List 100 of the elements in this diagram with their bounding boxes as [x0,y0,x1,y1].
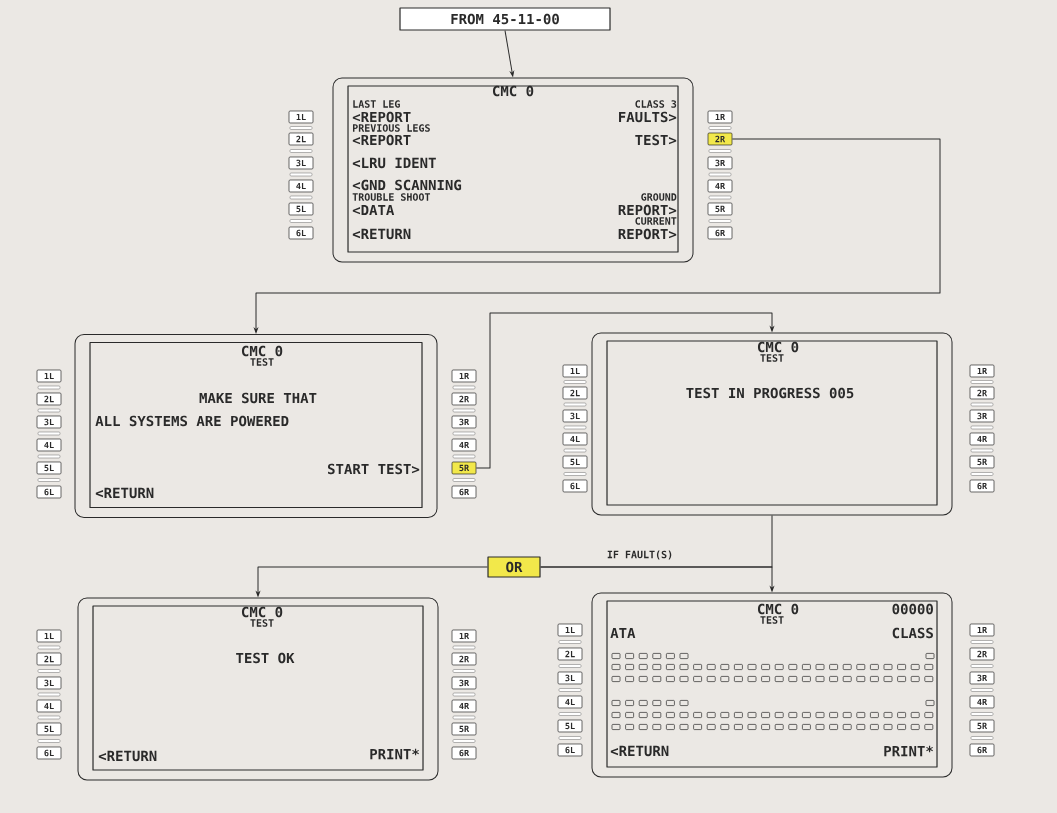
screen-text: CMC 0 [757,603,799,615]
key-button: 6L [288,226,314,240]
key-button: 5L [36,722,62,736]
screen-text: PRINT* [370,748,419,760]
key-button: 3R [707,156,733,170]
screen-text: TEST [250,619,274,627]
key-button: 6L [36,485,62,499]
key-button: 5R [969,719,995,733]
key-button: 2L [288,132,314,146]
screen-text: CLASS [892,627,933,639]
key-button: 2R [969,386,995,400]
screen-text: CMC 0 [492,85,534,97]
screen-text: REPORT> [618,228,677,240]
screen-text: TEST IN PROGRESS 005 [686,387,854,399]
key-button: 5L [36,461,62,475]
arrow [504,30,514,77]
key-button: 6L [557,743,583,757]
edge-label: IF FAULT(S) [605,549,675,561]
key-button: 3R [451,415,477,429]
key-button: 2L [557,647,583,661]
key-button: 2R [707,132,733,146]
key-button: 6L [36,746,62,760]
arrow [256,566,488,597]
screen-text: TEST> [635,134,677,146]
key-button: 4L [562,432,588,446]
key-button: 1L [36,369,62,383]
key-button: 5R [451,461,477,475]
key-button: 4R [969,432,995,446]
key-button: 4R [707,179,733,193]
key-button: 1L [288,110,314,124]
key-button: 5R [707,202,733,216]
key-button: 1R [451,369,477,383]
screen-text: REPORT> [618,204,677,216]
key-button: 3R [969,671,995,685]
screen-text: LAST LEG [353,100,400,108]
screen-text: ATA [610,627,636,639]
screen-text: <RETURN [352,228,411,240]
key-button: 1L [36,629,62,643]
key-button: 2R [451,652,477,666]
screen-text: <DATA [352,204,395,216]
key-button: 5R [969,455,995,469]
key-button: 4L [557,695,583,709]
source-box: FROM 45-11-00 [399,7,611,31]
key-button: 6R [969,743,995,757]
key-button: 4L [36,699,62,713]
key-button: 1R [451,629,477,643]
key-button: 6R [451,485,477,499]
screen-text: <REPORT [352,134,411,146]
screen-text: CMC 0 [241,606,283,618]
arrow [475,312,774,469]
screen-text: CMC 0 [241,345,283,357]
key-button: 3R [451,676,477,690]
key-button: 2L [36,392,62,406]
screen-text: PREVIOUS LEGS [353,124,430,132]
key-button: 5L [288,202,314,216]
screen-text: <REPORT [352,111,411,123]
key-button: 6R [707,226,733,240]
key-button: 6R [451,746,477,760]
arrow [540,566,774,592]
screen-text: <RETURN [610,745,669,757]
screen-text: <LRU IDENT [352,157,436,169]
screen-text: <RETURN [98,750,157,762]
key-button: 4R [451,699,477,713]
screen-text: <RETURN [95,487,154,499]
key-button: 1L [557,623,583,637]
screen-text: TEST [250,358,274,366]
key-button: 3L [288,156,314,170]
key-button: 4R [969,695,995,709]
key-button: 5L [562,455,588,469]
screen-text: MAKE SURE THAT [199,392,317,404]
key-button: 1R [707,110,733,124]
screen-text: CLASS 3 [635,100,677,108]
key-button: 6R [969,479,995,493]
screen-text: TROUBLE SHOOT [352,193,431,201]
screen-text: ALL SYSTEMS ARE POWERED [95,415,289,427]
screen-text: FAULTS> [619,111,677,123]
key-button: 4R [451,438,477,452]
or-box: OR [487,556,541,578]
key-button: 3L [36,676,62,690]
key-button: 3L [562,409,588,423]
key-button: 5L [557,719,583,733]
screen-text: CMC 0 [757,341,799,353]
key-button: 1L [562,364,588,378]
key-button: 2R [969,647,995,661]
key-button: 3R [969,409,995,423]
screen-text: CURRENT [635,217,677,225]
screen-text: START TEST> [327,463,420,475]
screen-text: 00000 [892,603,933,615]
key-button: 1R [969,364,995,378]
key-button: 1R [969,623,995,637]
key-button: 3L [557,671,583,685]
key-button: 2L [36,652,62,666]
key-button: 5R [451,722,477,736]
arrow [254,138,941,333]
key-button: 4L [288,179,314,193]
screen-text: PRINT* [884,745,933,757]
key-button: 6L [562,479,588,493]
key-button: 3L [36,415,62,429]
screen-text: TEST [760,616,784,624]
key-button: 4L [36,438,62,452]
